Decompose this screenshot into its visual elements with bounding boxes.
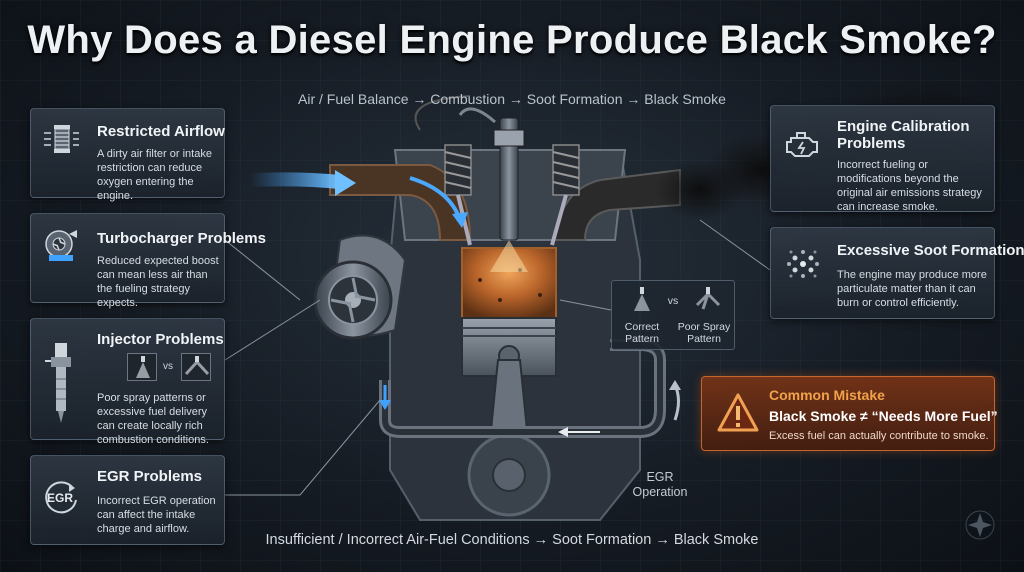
poor-pattern-label: Poor Spray Pattern [677, 321, 731, 345]
check-engine-icon [783, 124, 823, 164]
mistake-label: Common Mistake [769, 387, 885, 403]
card-title: Excessive Soot Formation [837, 242, 1024, 259]
correct-pattern-label: Correct Pattern [624, 321, 660, 345]
common-mistake-callout: Common Mistake Black Smoke ≠ “Needs More… [701, 376, 998, 451]
correct-spray-icon [629, 287, 655, 313]
card-title: EGR Problems [97, 468, 203, 485]
spray-pattern-comparison: vs Correct Pattern Poor Spray Pattern [611, 280, 735, 350]
card-egr-problems: EGR EGR Problems Incorrect EGR operation… [30, 455, 225, 545]
turbocharger-icon [41, 224, 81, 264]
warning-icon [716, 391, 760, 435]
card-excessive-soot: Excessive Soot Formation The engine may … [770, 227, 1024, 319]
spray-compare-good [127, 353, 157, 381]
card-body: Reduced expected boost can mean less air… [97, 255, 219, 309]
card-restricted-airflow: Restricted Airflow A dirty air filter or… [30, 108, 225, 202]
card-body: Incorrect fueling or modifications beyon… [837, 159, 982, 213]
egr-icon-text: EGR [47, 491, 74, 505]
card-injector-problems: Injector Problems vs Poor spray patterns… [30, 318, 225, 446]
flow-bottom: Insufficient / Incorrect Air-Fuel Condit… [265, 532, 759, 548]
poor-spray-icon [695, 287, 721, 313]
injector-icon [41, 339, 81, 429]
card-body: Incorrect EGR operation can affect the i… [97, 495, 216, 535]
flow-top: Air / Fuel Balance → Combustion → Soot F… [298, 91, 726, 107]
card-body: A dirty air filter or intake restriction… [97, 148, 212, 202]
card-title: Turbocharger Problems [97, 230, 266, 247]
card-body: The engine may produce more particulate … [837, 269, 987, 309]
spray-compare-poor [181, 353, 211, 381]
card-title: Restricted Airflow [97, 123, 225, 140]
soot-particles-icon [783, 244, 823, 284]
vs-label: vs [163, 361, 173, 372]
mistake-body: Excess fuel can actually contribute to s… [769, 430, 989, 442]
egr-icon: EGR [41, 478, 81, 518]
card-title: Engine Calibration Problems [837, 118, 970, 152]
card-body: Poor spray patterns or excessive fuel de… [97, 392, 209, 446]
vs-label: vs [667, 295, 679, 307]
card-title: Injector Problems [97, 331, 224, 348]
mistake-title: Black Smoke ≠ “Needs More Fuel” [769, 408, 998, 424]
card-engine-calibration: Engine Calibration Problems Incorrect fu… [770, 105, 995, 213]
egr-operation-label: EGR Operation [632, 470, 688, 499]
card-turbocharger-problems: Turbocharger Problems Reduced expected b… [30, 213, 266, 309]
page-title: Why Does a Diesel Engine Produce Black S… [27, 18, 997, 62]
air-filter-icon [41, 119, 81, 159]
